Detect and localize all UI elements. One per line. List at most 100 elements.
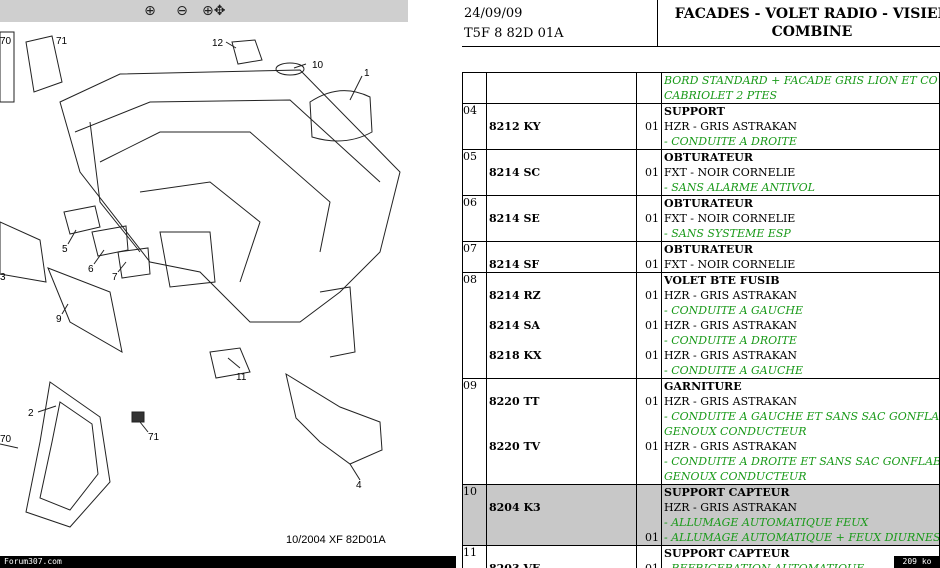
part-quantity xyxy=(637,104,661,119)
parts-table: BORD STANDARD + FACADE GRIS LION ET COUP… xyxy=(462,72,940,568)
part-code[interactable] xyxy=(487,273,636,288)
part-code[interactable] xyxy=(487,485,636,500)
part-code[interactable] xyxy=(487,546,636,561)
part-code[interactable] xyxy=(487,73,636,88)
quantity-cell: 01 xyxy=(636,484,662,546)
part-code[interactable] xyxy=(487,409,636,424)
part-code[interactable] xyxy=(487,196,636,211)
quantity-cell: 01 xyxy=(636,195,662,242)
row-index: 06 xyxy=(462,195,487,242)
part-code-cell: 8214 SF xyxy=(486,241,637,273)
part-code[interactable]: 8218 KX xyxy=(489,349,542,362)
part-quantity xyxy=(637,515,661,530)
callout-71b: 71 xyxy=(148,432,160,443)
part-code[interactable] xyxy=(487,104,636,119)
diagram-reference: 10/2004 XF 82D01A xyxy=(286,534,386,546)
part-quantity xyxy=(637,180,661,195)
part-code[interactable] xyxy=(487,226,636,241)
part-code[interactable] xyxy=(487,454,636,469)
header-title: FACADES - VOLET RADIO - VISIER COMBINE xyxy=(662,5,940,41)
row-index: 09 xyxy=(462,378,487,485)
part-code[interactable]: 8220 TT xyxy=(489,395,540,408)
part-description: GENOUX CONDUCTEUR xyxy=(664,425,807,438)
part-description: HZR - GRIS ASTRAKAN xyxy=(664,349,798,362)
part-code[interactable]: 8214 SE xyxy=(489,212,540,225)
table-row[interactable]: 118203 VF01SUPPORT CAPTEUR- REFRIGERATIO… xyxy=(462,545,940,568)
row-index: 11 xyxy=(462,545,487,568)
part-code[interactable] xyxy=(487,515,636,530)
part-code[interactable] xyxy=(487,134,636,149)
part-description: OBTURATEUR xyxy=(664,243,754,256)
part-code-cell: 8204 K3 xyxy=(486,484,637,546)
description-cell: SUPPORT CAPTEUR- REFRIGERATION AUTOMATIQ… xyxy=(661,545,940,568)
callout-9: 9 xyxy=(56,314,62,325)
part-code-cell xyxy=(486,72,637,104)
part-quantity xyxy=(637,196,661,211)
part-code[interactable] xyxy=(487,424,636,439)
header-reference: T5F 8 82D 01A xyxy=(464,26,564,41)
part-code[interactable] xyxy=(487,530,636,545)
table-row[interactable]: BORD STANDARD + FACADE GRIS LION ET COUP… xyxy=(462,72,940,104)
part-code[interactable] xyxy=(487,88,636,103)
part-description: - CONDUITE A GAUCHE xyxy=(664,304,804,317)
part-code-cell: 8214 RZ 8214 SA 8218 KX xyxy=(486,272,637,379)
part-description: FXT - NOIR CORNELIE xyxy=(664,166,796,179)
size-badge: 209 ko xyxy=(894,556,940,568)
row-index xyxy=(462,72,487,104)
callout-1: 1 xyxy=(364,68,370,79)
part-description: - CONDUITE A GAUCHE ET SANS SAC GONFLABL… xyxy=(664,410,939,423)
part-code[interactable]: 8214 SA xyxy=(489,319,540,332)
part-description: OBTURATEUR xyxy=(664,151,754,164)
part-code[interactable]: 8214 RZ xyxy=(489,289,541,302)
parts-header: 24/09/09 T5F 8 82D 01A FACADES - VOLET R… xyxy=(462,0,940,47)
part-description: HZR - GRIS ASTRAKAN xyxy=(664,319,798,332)
part-code[interactable] xyxy=(487,469,636,484)
part-code[interactable]: 8214 SF xyxy=(489,258,540,271)
zoom-move-icon[interactable]: ⊕✥ xyxy=(202,3,226,19)
part-code[interactable] xyxy=(487,150,636,165)
part-description: BORD STANDARD + FACADE GRIS LION ET COUP… xyxy=(664,74,939,87)
part-quantity xyxy=(637,73,661,88)
part-code[interactable] xyxy=(487,180,636,195)
part-description: FXT - NOIR CORNELIE xyxy=(664,212,796,225)
part-description: - CONDUITE A GAUCHE xyxy=(664,364,804,377)
part-code[interactable]: 8212 KY xyxy=(489,120,541,133)
part-description: CABRIOLET 2 PTES xyxy=(664,89,778,102)
part-code[interactable]: 8204 K3 xyxy=(489,501,541,514)
part-quantity xyxy=(637,546,661,561)
part-code[interactable] xyxy=(487,363,636,378)
zoom-out-icon[interactable]: ⊖ xyxy=(176,3,188,19)
callout-4: 4 xyxy=(356,480,362,491)
callout-6: 6 xyxy=(88,264,94,275)
part-code[interactable]: 8214 SC xyxy=(489,166,541,179)
part-code[interactable] xyxy=(487,333,636,348)
part-quantity xyxy=(637,242,661,257)
part-code[interactable] xyxy=(487,303,636,318)
part-quantity: 01 xyxy=(645,349,659,362)
part-code[interactable] xyxy=(487,242,636,257)
callout-12: 12 xyxy=(212,38,224,49)
part-quantity: 01 xyxy=(645,395,659,408)
part-quantity: 01 xyxy=(645,319,659,332)
part-description: HZR - GRIS ASTRAKAN xyxy=(664,289,798,302)
part-code[interactable]: 8203 VF xyxy=(487,561,636,568)
zoom-in-icon[interactable]: ⊕ xyxy=(144,3,156,19)
part-quantity xyxy=(637,303,661,318)
part-code-cell: 8214 SC xyxy=(486,149,637,196)
part-quantity xyxy=(637,424,661,439)
part-code[interactable]: 8220 TV xyxy=(489,440,541,453)
part-description: HZR - GRIS ASTRAKAN xyxy=(664,440,798,453)
part-code[interactable] xyxy=(487,379,636,394)
part-description: SUPPORT CAPTEUR xyxy=(664,486,790,499)
